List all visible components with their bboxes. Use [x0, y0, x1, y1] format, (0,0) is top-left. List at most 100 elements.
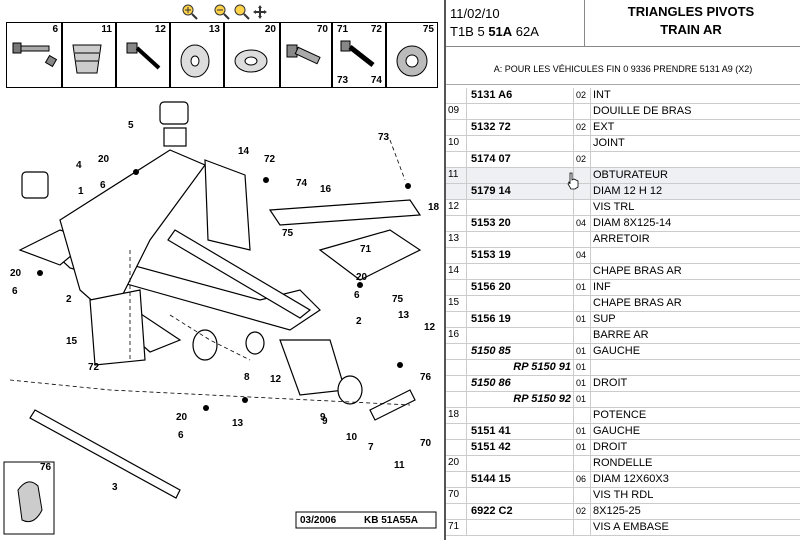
callout-label[interactable]: 13: [398, 310, 410, 321]
part-reference[interactable]: [466, 455, 574, 472]
callout-label[interactable]: 9: [322, 416, 328, 427]
callout-label[interactable]: 15: [66, 336, 78, 347]
callout-label[interactable]: 12: [424, 322, 436, 333]
callout-label[interactable]: 72: [264, 154, 276, 165]
callout-label[interactable]: 4: [76, 160, 82, 171]
part-reference[interactable]: 5150 85: [466, 343, 574, 360]
part-reference[interactable]: [466, 135, 574, 152]
callout-label[interactable]: 1: [78, 186, 84, 197]
thumb-20[interactable]: 20: [224, 22, 280, 88]
callout-label[interactable]: 71: [360, 244, 372, 255]
callout-label[interactable]: 20: [176, 412, 188, 423]
zoom-in-icon[interactable]: [182, 4, 198, 20]
part-reference[interactable]: [466, 263, 574, 280]
part-reference[interactable]: [466, 167, 574, 184]
part-reference[interactable]: [466, 519, 574, 536]
part-reference[interactable]: 5174 07: [466, 151, 574, 168]
pan-icon[interactable]: [252, 4, 268, 20]
callout-label[interactable]: 8: [244, 372, 250, 383]
callout-label[interactable]: 14: [238, 146, 250, 157]
callout-label[interactable]: 11: [394, 460, 405, 471]
part-reference[interactable]: [466, 199, 574, 216]
zoom-out-icon[interactable]: [214, 4, 230, 20]
part-reference[interactable]: 5153 20: [466, 215, 574, 232]
callout-label[interactable]: 2: [356, 316, 362, 327]
part-reference[interactable]: 5150 86: [466, 375, 574, 392]
callout-label[interactable]: 2: [66, 294, 72, 305]
part-reference[interactable]: 5144 15: [466, 471, 574, 488]
part-reference[interactable]: [466, 407, 574, 424]
callout-label[interactable]: 12: [270, 374, 282, 385]
callout-label[interactable]: 6: [100, 180, 106, 191]
callout-label[interactable]: 75: [282, 228, 294, 239]
thumb-70[interactable]: 70: [280, 22, 332, 88]
part-reference[interactable]: [466, 327, 574, 344]
callout-label[interactable]: 73: [378, 132, 390, 143]
thumb-13[interactable]: 13: [170, 22, 224, 88]
thumb-75[interactable]: 75: [386, 22, 438, 88]
callout-label[interactable]: 76: [420, 372, 432, 383]
zoom-window-icon[interactable]: [234, 4, 250, 20]
callout-label[interactable]: 74: [296, 178, 308, 189]
callout-label[interactable]: 3: [112, 482, 118, 493]
part-reference[interactable]: [466, 231, 574, 248]
panel-divider[interactable]: [444, 0, 446, 540]
part-reference[interactable]: RP 5150 91: [466, 359, 574, 376]
part-reference[interactable]: 5151 41: [466, 423, 574, 440]
callout-label[interactable]: 9: [320, 412, 326, 423]
part-reference[interactable]: RP 5150 92: [466, 391, 574, 408]
part-reference[interactable]: 5132 72: [466, 119, 574, 136]
part-reference[interactable]: [466, 487, 574, 504]
part-reference[interactable]: 5179 14: [466, 183, 574, 200]
part-reference[interactable]: 6922 C2: [466, 503, 574, 520]
callout-label[interactable]: 16: [320, 184, 332, 195]
part-reference[interactable]: 5153 19: [466, 247, 574, 264]
callout-label[interactable]: 75: [392, 294, 404, 305]
callout-label[interactable]: 10: [346, 432, 358, 443]
callout-label[interactable]: 6: [12, 286, 18, 297]
callout-label[interactable]: 20: [10, 268, 22, 279]
callout-label[interactable]: 72: [88, 362, 100, 373]
callout-label[interactable]: 18: [428, 202, 440, 213]
part-reference[interactable]: 5156 20: [466, 279, 574, 296]
callout-label[interactable]: 7: [368, 442, 374, 453]
callout-label[interactable]: 5: [128, 120, 134, 131]
callout-label[interactable]: 6: [178, 430, 184, 441]
part-reference[interactable]: 5131 A6: [466, 88, 574, 104]
part-reference[interactable]: [466, 295, 574, 312]
thumb-11[interactable]: 11: [62, 22, 116, 88]
thumb-6[interactable]: 6: [6, 22, 62, 88]
callout-label[interactable]: 20: [98, 154, 110, 165]
callout-label[interactable]: 6: [354, 290, 360, 301]
callout-label[interactable]: 20: [356, 272, 368, 283]
part-reference[interactable]: 5151 42: [466, 439, 574, 456]
